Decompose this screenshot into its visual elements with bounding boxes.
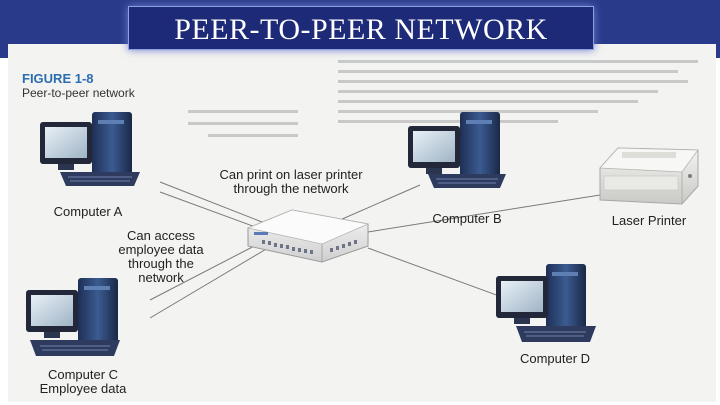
cable-computer-a [159, 181, 263, 223]
access-annotation-line4: network [138, 270, 184, 285]
ghost-text-line [338, 80, 688, 83]
ghost-text-line [338, 120, 558, 123]
ghost-text-line [338, 70, 678, 73]
print-annotation-line2: through the network [233, 181, 349, 196]
laser-printer-icon [599, 147, 699, 205]
hub-icon [246, 209, 370, 263]
computer-a-label: Computer A [53, 204, 123, 219]
ghost-text-line [188, 122, 298, 125]
cable-computer-b [339, 184, 421, 221]
computer-d-icon [496, 264, 596, 342]
ghost-text-line [338, 100, 638, 103]
computer-c-label: Computer C [47, 367, 119, 382]
access-annotation-line3: through the [128, 256, 194, 271]
cable-computer-c-2 [149, 247, 269, 319]
computer-c-sublabel: Employee data [39, 381, 127, 396]
cable-computer-d [367, 247, 511, 301]
laser-printer-label: Laser Printer [611, 213, 687, 228]
cable-printer [367, 194, 601, 233]
figure-label: FIGURE 1-8 [22, 71, 94, 86]
ghost-text-line [338, 60, 698, 63]
computer-b-icon [408, 112, 506, 188]
computer-b-label: Computer B [432, 211, 502, 226]
ghost-text-line [208, 134, 298, 137]
computer-d-label: Computer D [519, 351, 591, 366]
cable-computer-a-2 [159, 191, 259, 229]
print-annotation-line1: Can print on laser printer [219, 167, 363, 182]
ghost-text-line [338, 90, 658, 93]
title-bar: PEER-TO-PEER NETWORK [128, 6, 594, 50]
ghost-text-line [188, 110, 298, 113]
cable-computer-c [149, 241, 263, 301]
computer-a-icon [40, 112, 140, 186]
access-annotation-line1: Can access [127, 228, 195, 243]
slide-title: PEER-TO-PEER NETWORK [174, 13, 548, 46]
figure-caption: Peer-to-peer network [22, 86, 135, 100]
ghost-text-line [338, 110, 598, 113]
access-annotation-line2: employee data [118, 242, 204, 257]
computer-c-icon [26, 278, 120, 356]
network-cables [149, 181, 601, 319]
